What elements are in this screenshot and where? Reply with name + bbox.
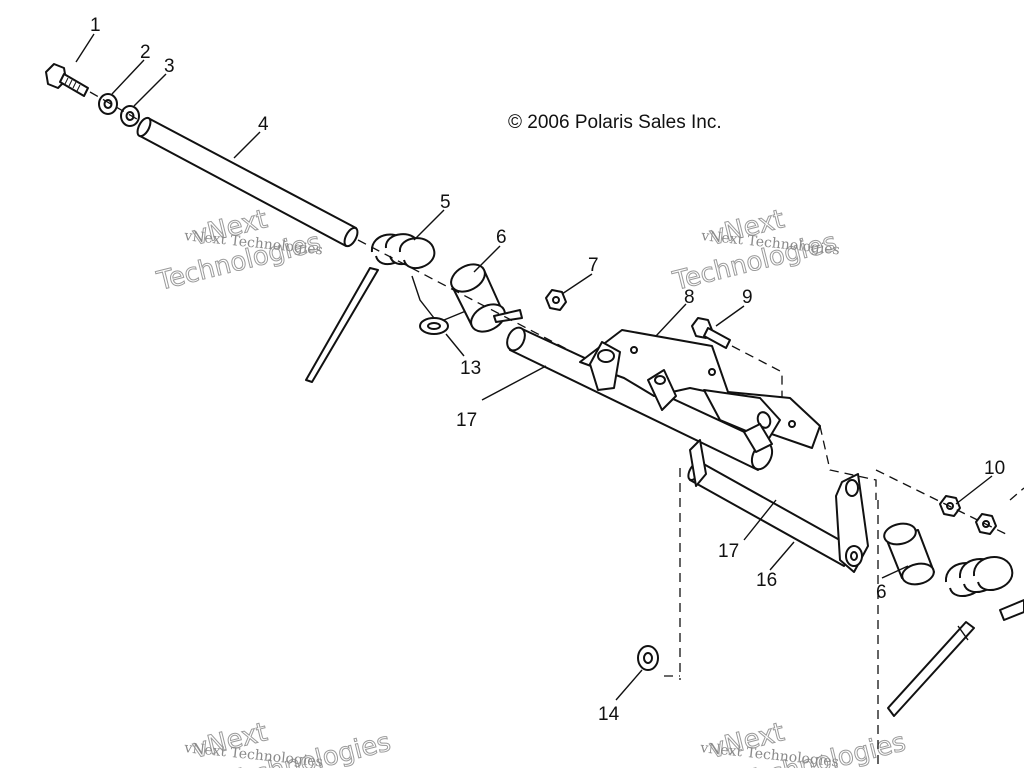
leader-lines [75,33,993,701]
callout-label: 3 [164,56,175,77]
screw-icon [493,309,523,323]
bushing-icon [450,263,506,333]
callout-label: 8 [684,287,695,308]
bolt-icon [691,317,783,398]
nut-icon [545,289,567,311]
washer-icon [637,645,659,671]
callout-label: 2 [140,42,151,63]
callout-label: 6 [496,227,507,248]
watermark-bottom-left: vNext Technologies vNext Technologies [183,717,395,768]
cross-shaft-icon [506,326,774,471]
lock-washer-icon [120,105,140,127]
callout-label: 13 [460,358,481,379]
shaft-icon [136,116,359,248]
torsion-spring-icon [305,233,436,383]
torsion-spring-icon [887,556,1024,717]
callout-label: 16 [756,570,777,591]
assembly-lines [357,239,1024,768]
callout-label: 4 [258,114,269,135]
bracket-icon [579,329,821,453]
callout-label: 17 [456,410,477,431]
callout-label: 14 [598,704,620,725]
link-arm-icon [835,473,869,573]
callout-label: 17 [718,541,739,562]
lower-shaft-icon [687,439,855,567]
callout-label: 7 [588,255,599,276]
bushing-icon [883,522,935,586]
washer-icon [98,93,118,115]
bolt-icon [45,63,89,97]
callout-label: 1 [90,15,101,36]
copyright-notice: © 2006 Polaris Sales Inc. [508,112,722,133]
watermark-top-right: vNext Technologies vNext Technologies [669,204,841,298]
watermark-bottom-right: vNext Technologies vNext Technologies [699,717,910,768]
callout-label: 5 [440,192,451,213]
callout-label: 9 [742,287,753,308]
callout-label: 10 [984,458,1005,479]
callout-label: 6 [876,582,887,603]
